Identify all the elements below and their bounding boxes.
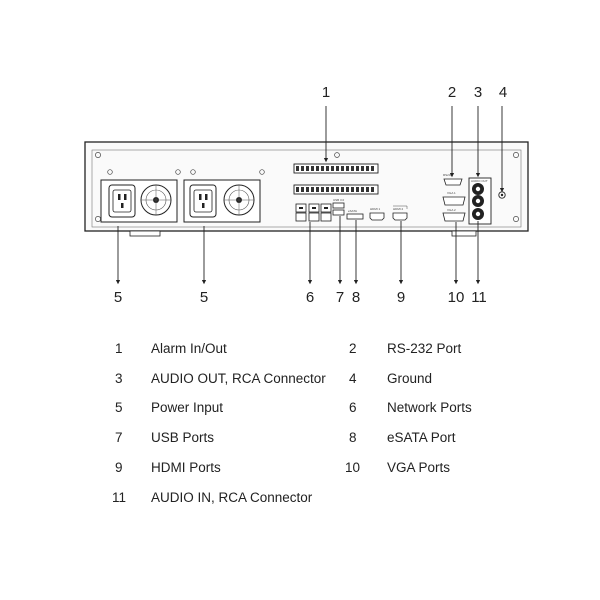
legend-number: 9 [115,460,123,475]
screw-icon [513,216,519,222]
terminal-pin [331,187,334,192]
terminal-pin [296,187,299,192]
terminal-pin [361,166,364,171]
callout-8: 8 [352,289,360,306]
usb-port-label: USB 3.0 [333,198,345,202]
legend-number: 3 [115,371,123,386]
terminal-pin [371,187,374,192]
callout-leaders-top [323,106,505,193]
terminal-pin [311,166,314,171]
power-supply-1 [100,169,181,223]
legend-label: VGA Ports [387,460,451,475]
legend-number: 1 [115,341,123,356]
rs232-label: RS232 [443,173,453,177]
vga-ports: VGA 1 VGA 2 [442,191,466,222]
legend-number: 11 [112,490,127,505]
terminal-pin [331,166,334,171]
terminal-pin [341,187,344,192]
legend-label: AUDIO OUT, RCA Connector [151,371,326,386]
legend-number: 4 [349,371,357,386]
vga-1-label: VGA 1 [447,191,456,195]
terminal-pin [326,166,329,171]
callout-5a: 5 [114,289,122,306]
callout-2: 2 [448,84,456,101]
legend-number: 2 [349,341,357,356]
terminal-pin [366,166,369,171]
terminal-pin [346,187,349,192]
rs232-port: RS232 [443,173,463,186]
terminal-pin [366,187,369,192]
hdmi-2-label: HDMI 2 [393,207,403,211]
network-ports [295,203,332,222]
terminal-pin [336,166,339,171]
usb-ports: USB 3.0 [332,198,345,216]
esata-port-label: eSATA [348,209,357,213]
callout-5b: 5 [200,289,208,306]
terminal-pin [306,187,309,192]
callout-numbers: 1 2 3 4 5 5 6 7 8 9 10 11 [114,84,507,306]
terminal-pin [326,187,329,192]
audio-out-label: AUDIO OUT [471,179,488,183]
terminal-pin [301,187,304,192]
terminal-pin [351,166,354,171]
terminal-pin [316,166,319,171]
terminal-pin [316,187,319,192]
legend-number: 6 [349,400,357,415]
legend-number: 7 [115,430,123,445]
legend-label: Alarm In/Out [151,341,227,356]
rear-panel-diagram: USB 3.0 eSATA HDMI 1 HDMI 2 RS232 VGA 1 … [84,84,529,306]
terminal-pin [346,166,349,171]
callout-10: 10 [448,289,465,306]
terminal-pin [311,187,314,192]
terminal-pin [301,166,304,171]
callout-7: 7 [336,289,344,306]
callout-3: 3 [474,84,482,101]
terminal-pin [361,187,364,192]
legend-number: 5 [115,400,123,415]
legend-number: 8 [349,430,357,445]
callout-1: 1 [322,84,330,101]
screw-icon [95,152,101,158]
callout-leaders-bottom [115,216,481,285]
vga-2-label: VGA 2 [447,208,456,212]
alarm-terminal-blocks [293,163,379,195]
legend-label: Network Ports [387,400,472,415]
terminal-pin [351,187,354,192]
terminal-pin [306,166,309,171]
terminal-pin [356,187,359,192]
power-supply-2 [183,169,265,223]
callout-4: 4 [499,84,507,101]
legend-label: HDMI Ports [151,460,221,475]
legend-label: Power Input [151,400,224,415]
callout-11: 11 [471,289,487,306]
legend-label: AUDIO IN, RCA Connector [151,490,313,505]
terminal-pin [296,166,299,171]
legend-label: USB Ports [151,430,215,445]
terminal-pin [336,187,339,192]
terminal-pin [321,166,324,171]
terminal-pin [356,166,359,171]
screw-icon [513,152,519,158]
esata-port: eSATA [346,209,364,220]
legend-label: eSATA Port [387,430,456,445]
legend-label: Ground [387,371,433,386]
audio-rca-connectors: AUDIO OUT [468,177,492,225]
callout-9: 9 [397,289,405,306]
terminal-pin [341,166,344,171]
hdmi-1-label: HDMI 1 [370,207,380,211]
screw-icon [334,152,340,158]
hdmi-ports: HDMI 1 HDMI 2 [369,205,408,221]
callout-6: 6 [306,289,314,306]
terminal-pin [371,166,374,171]
legend-label: RS-232 Port [387,341,462,356]
terminal-pin [321,187,324,192]
legend-number: 10 [345,460,361,475]
